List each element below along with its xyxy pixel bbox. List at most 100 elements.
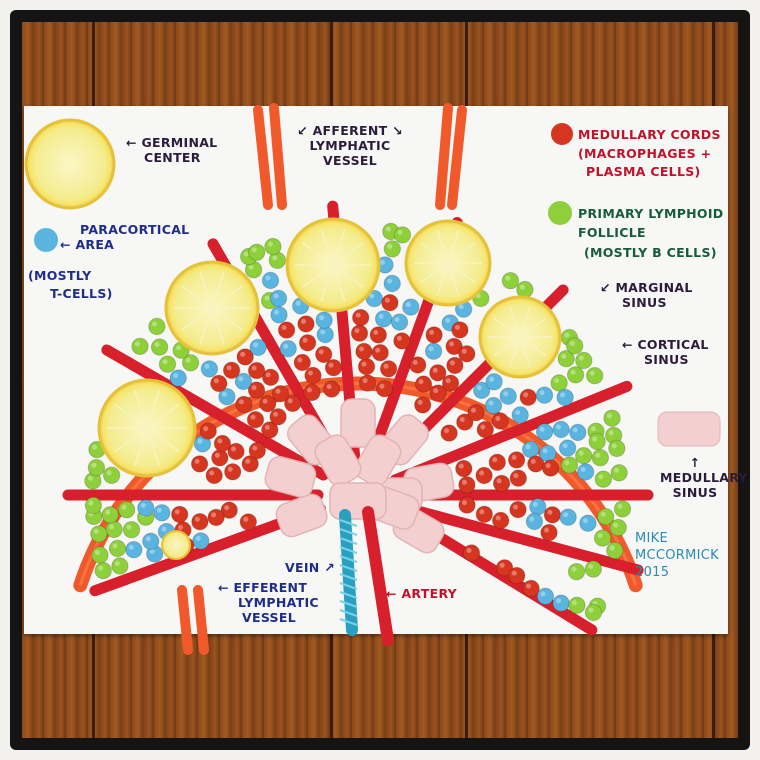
candy-cell [569,423,587,442]
candy-shine [302,337,308,343]
candy-shine [571,600,577,606]
candy-cell [297,315,315,333]
candy-cell [357,357,376,376]
label-afferent-lymphatic-vessel: ↙ Afferent ↘ Lymphatic Vessel [290,123,410,168]
candy-shine [394,317,400,323]
label-line: Marginal [615,280,693,295]
label-primary-lymphoid-follicle: Primary Lymphoid Follicle (Mostly B cell… [578,206,723,260]
lemon-segment [519,336,547,357]
candy-shine [513,473,519,479]
lemon-segment [493,336,521,357]
candy-cell [566,337,584,355]
candy-shine [87,475,93,481]
candy-cell [131,337,149,356]
signature-line: McCormick [635,548,719,563]
label-vein: Vein ↗ [285,560,335,575]
candy-cell [101,506,119,524]
candy-cell [220,501,238,519]
medullary-sinus-pieces [264,398,455,554]
lemon-segment [146,389,161,429]
candy-shine [135,341,140,347]
label-line: Sinus [644,352,689,367]
candy-cell [259,395,277,413]
candy-cell [199,422,217,440]
candy-shine [396,335,402,341]
label-line: Plasma Cells) [586,164,701,179]
candy-cell [91,546,109,564]
lemon-segment [332,264,346,302]
candy-cell [315,345,333,364]
candy-cell [277,321,296,339]
lemon-segment [199,307,213,345]
candy-shine [489,376,495,382]
candy-cell [584,603,603,622]
candy-shine [211,512,217,518]
candy-shine [88,500,94,506]
lemon-segment [133,427,148,467]
candy-shine [613,522,619,528]
candy-cell [550,374,568,392]
candy-cell [269,289,288,308]
candy-cell [507,451,526,469]
vein-twist [339,546,358,554]
candy-shine [429,329,435,335]
label-germinal-center: ← Germinal Center [126,135,217,165]
lemon-segment [509,306,521,338]
candy-shine [287,398,293,404]
candy-shine [149,548,155,554]
candy-shine [326,384,332,390]
lemon-segment [509,336,521,368]
candy-cell [249,338,267,357]
label-line: Vein [285,560,320,575]
candy-cell [315,311,333,329]
candy-shine [569,340,575,346]
candy-shine [194,516,200,522]
candy-cell [556,388,574,407]
candy-shine [378,313,384,319]
candy-shine [91,462,97,468]
candy-shine [428,346,434,352]
candy-cell [522,579,540,598]
candy-shine [588,607,594,613]
candy-cell [117,501,136,519]
candy-cell [381,294,399,312]
arrow-left-icon: ← [218,580,229,595]
candy-cell [222,361,241,379]
label-line: Area [75,237,115,252]
candy-shine [273,411,279,417]
candy-shine [283,343,289,349]
candy-cell [501,272,520,290]
candy-cell [191,513,209,531]
signature-line: 2015 [635,565,670,580]
label-line: T-cells) [50,286,113,301]
candy-shine [530,458,536,464]
candy-cell [84,496,103,515]
candy-shine [328,362,334,368]
candy-cell [591,449,609,467]
label-line: Sinus [672,485,718,500]
medullary-sinus-piece [354,434,402,487]
lemon-segment [146,403,180,429]
candy-cell [525,512,544,531]
lemon-segment [332,228,346,266]
candy-cell [207,508,225,527]
candy-shine [598,474,604,480]
candy-shine [617,503,623,509]
candy-cell [169,369,187,387]
arrow-left-icon: ↙ [600,280,611,295]
candy-shine [556,598,562,604]
marshmallow-center [329,482,387,520]
candy-shine [511,454,517,460]
candy-cell [235,395,253,414]
candy-cell [192,532,210,550]
candy-cell [239,513,258,531]
candy-cell [603,409,621,427]
lemon-segment [146,427,180,453]
medullary-sinus-piece [314,434,362,487]
candy-cell [322,380,341,398]
candy-shine [572,427,578,433]
candy-shine [385,226,391,232]
candy-shine [387,278,393,284]
candy-shine [275,388,281,394]
